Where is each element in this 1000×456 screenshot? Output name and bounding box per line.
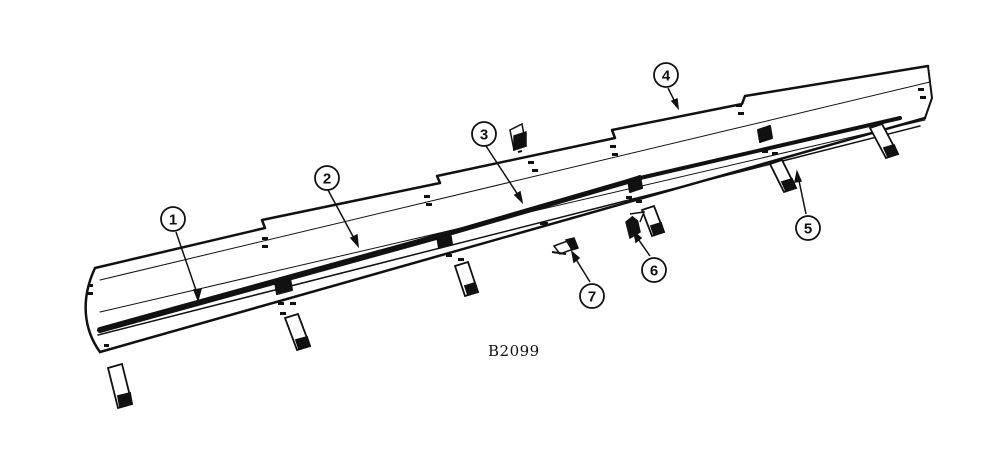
foot-5 bbox=[768, 158, 798, 194]
section-joints bbox=[274, 125, 773, 295]
rod-right bbox=[638, 116, 902, 180]
callout-2: 2 bbox=[314, 165, 340, 191]
part-bracket-7 bbox=[551, 237, 579, 255]
callout-6-number: 6 bbox=[650, 263, 658, 280]
callout-7: 7 bbox=[579, 283, 605, 309]
foot-1 bbox=[106, 362, 134, 410]
trough-back-edge bbox=[93, 64, 930, 270]
foot-3 bbox=[453, 260, 480, 298]
trough-right-end bbox=[924, 65, 933, 119]
callout-5: 5 bbox=[795, 215, 821, 241]
part-clip-top bbox=[509, 122, 527, 153]
loose-parts bbox=[509, 122, 646, 255]
rod-middle bbox=[437, 175, 643, 239]
callout-4: 4 bbox=[653, 62, 679, 88]
callout-3: 3 bbox=[471, 121, 497, 147]
leader-5 bbox=[797, 175, 807, 215]
support-feet bbox=[106, 122, 900, 410]
rod-left bbox=[97, 233, 443, 333]
foot-4 bbox=[640, 204, 666, 238]
callout-4-number: 4 bbox=[662, 68, 671, 85]
callout-6: 6 bbox=[641, 257, 667, 283]
callout-2-number: 2 bbox=[323, 171, 331, 188]
part-bracket-6 bbox=[625, 211, 646, 240]
callout-5-number: 5 bbox=[804, 221, 812, 238]
trough-assembly bbox=[84, 64, 933, 354]
foot-2 bbox=[283, 312, 312, 352]
callout-1: 1 bbox=[160, 206, 186, 232]
callout-3-number: 3 bbox=[480, 127, 488, 144]
trough-left-end bbox=[84, 266, 102, 354]
foot-6 bbox=[868, 122, 900, 160]
figure-reference-code: B2099 bbox=[488, 342, 540, 360]
leader-3 bbox=[485, 145, 521, 199]
trough-front-edge bbox=[98, 116, 927, 354]
leader-lines bbox=[175, 87, 807, 303]
leader-2 bbox=[327, 189, 357, 243]
callouts: 1 2 3 4 5 6 7 bbox=[160, 62, 821, 309]
leader-1 bbox=[175, 231, 199, 297]
callout-1-number: 1 bbox=[169, 212, 177, 229]
callout-7-number: 7 bbox=[588, 289, 596, 306]
trough-back-inner-line bbox=[99, 81, 931, 281]
rivet-holes bbox=[88, 88, 926, 347]
